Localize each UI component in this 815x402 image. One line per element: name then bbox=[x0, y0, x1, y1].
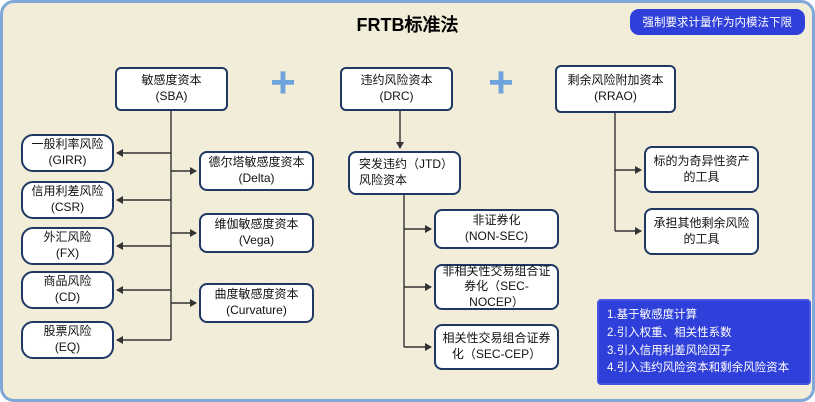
note-line: 1.基于敏感度计算 bbox=[607, 309, 698, 321]
node-fx: 外汇风险 (FX) bbox=[21, 227, 114, 265]
node-sec-cep: 相关性交易组合证券化（SEC-CEP） bbox=[434, 324, 559, 370]
node-eq: 股票风险 (EQ) bbox=[21, 321, 114, 359]
plus-sign: + bbox=[488, 58, 514, 107]
mandatory-floor-badge: 强制要求计量作为内模法下限 bbox=[629, 9, 805, 35]
node-rrao: 剩余风险附加资本 (RRAO) bbox=[555, 65, 676, 113]
note-line: 4.引入违约风险资本和剩余风险资本 bbox=[607, 362, 790, 375]
node-csr: 信用利差风险 (CSR) bbox=[21, 181, 114, 219]
note-line: 3.引入信用利差风险因子 bbox=[607, 344, 732, 357]
plus-sign: + bbox=[270, 58, 296, 107]
node-cd: 商品风险 (CD) bbox=[21, 271, 114, 309]
node-other-residual: 承担其他剩余风险的工具 bbox=[644, 208, 759, 255]
node-jtd: 突发违约（JTD） 风险资本 bbox=[348, 151, 461, 195]
node-curvature: 曲度敏感度资本 (Curvature) bbox=[199, 283, 314, 323]
node-drc: 违约风险资本 (DRC) bbox=[340, 67, 453, 111]
connector-lines bbox=[116, 111, 642, 351]
page-title: FRTB标准法 bbox=[356, 15, 459, 35]
note-line: 2.引入权重、相关性系数 bbox=[607, 326, 732, 339]
node-vega: 维伽敏感度资本 (Vega) bbox=[199, 213, 314, 253]
node-sec-nocep: 非相关性交易组合证券化（SEC-NOCEP） bbox=[434, 264, 559, 310]
node-girr: 一般利率风险 (GIRR) bbox=[21, 134, 114, 172]
node-sba: 敏感度资本 (SBA) bbox=[115, 67, 228, 111]
node-exotic-underlying: 标的为奇异性资产的工具 bbox=[644, 146, 759, 193]
node-non-sec: 非证券化 (NON-SEC) bbox=[434, 209, 559, 249]
node-delta: 德尔塔敏感度资本 (Delta) bbox=[199, 151, 314, 191]
key-points-note: 1.基于敏感度计算 2.引入权重、相关性系数 3.引入信用利差风险因子 4.引入… bbox=[597, 299, 811, 385]
